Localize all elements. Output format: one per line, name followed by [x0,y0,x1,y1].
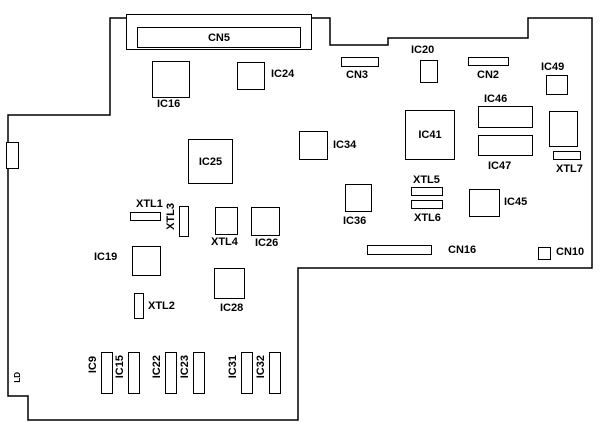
ic19-label: IC19 [94,251,118,263]
xtl7-label: XTL7 [556,163,583,175]
ic36-box [345,184,372,212]
cn16-label: CN16 [448,244,477,256]
ic26-box [251,207,280,236]
ic46-box [478,106,533,128]
ic34-label: IC34 [333,139,357,151]
ic36-label: IC36 [343,215,367,227]
cn2-label: CN2 [477,69,500,81]
xtl1-box [130,212,161,221]
xtl4-box [215,207,238,235]
ic47-box [478,135,533,156]
ic45-box [469,189,500,217]
ic19-box [132,246,161,276]
ic45-label: IC45 [504,196,528,208]
ic28-label: IC28 [220,302,244,314]
ic28-box [214,268,245,299]
cn3-label: CN3 [346,69,369,81]
xtl3-label: XTL3 [165,203,177,230]
ic15-box [128,352,140,394]
cn10-label: CN10 [556,246,585,258]
xtl3-box [179,206,189,237]
ic16-label: IC16 [157,98,181,110]
left-edge-connector-box [6,142,19,169]
xtl1-label: XTL1 [136,198,163,210]
xtl5-label: XTL5 [413,174,440,186]
xtl5-box [411,187,443,196]
ic9-box [101,352,113,394]
cn5-label: CN5 [207,31,230,44]
cn2-box [468,57,509,66]
ic26-label: IC26 [255,237,279,249]
ic41-label: IC41 [418,129,442,141]
ic20-label: IC20 [411,44,435,56]
ic25-box [188,139,233,184]
board-corner-mark: LD [13,372,22,383]
ic24-box [237,62,265,90]
ic31-label: IC31 [227,355,239,379]
xtl7-box [553,151,581,160]
ic15-label: IC15 [114,355,126,379]
xtl2-box [134,293,144,319]
ic31-box [241,352,253,394]
ic25-label: IC25 [198,155,223,168]
ic32-box [269,352,281,394]
ic49-box [546,75,568,95]
cn10-box [538,247,551,260]
xtl2-label: XTL2 [148,300,175,312]
xtl6-box [411,200,443,209]
ic32-label: IC32 [255,355,267,379]
ic23-box [193,352,205,394]
ic41-box [405,110,455,160]
ic22-box [165,352,177,394]
ic22-label: IC22 [151,355,163,379]
xtl4-label: XTL4 [211,236,238,248]
ic49-label: IC49 [541,61,565,73]
ic23-label: IC23 [179,355,191,379]
xtl6-label: XTL6 [414,212,441,224]
cn16-box [367,245,432,255]
ic46-label: IC46 [484,93,508,105]
ic24-label: IC24 [271,68,295,80]
ic16-box [152,61,190,98]
cn5-box-1 [137,27,301,48]
ic20-box [420,60,438,83]
cn3-box [341,57,379,67]
ic9-label: IC9 [87,356,99,374]
ic34-box [299,131,328,160]
ic47-label: IC47 [488,160,512,172]
unlabeled-ic-box [549,111,578,147]
